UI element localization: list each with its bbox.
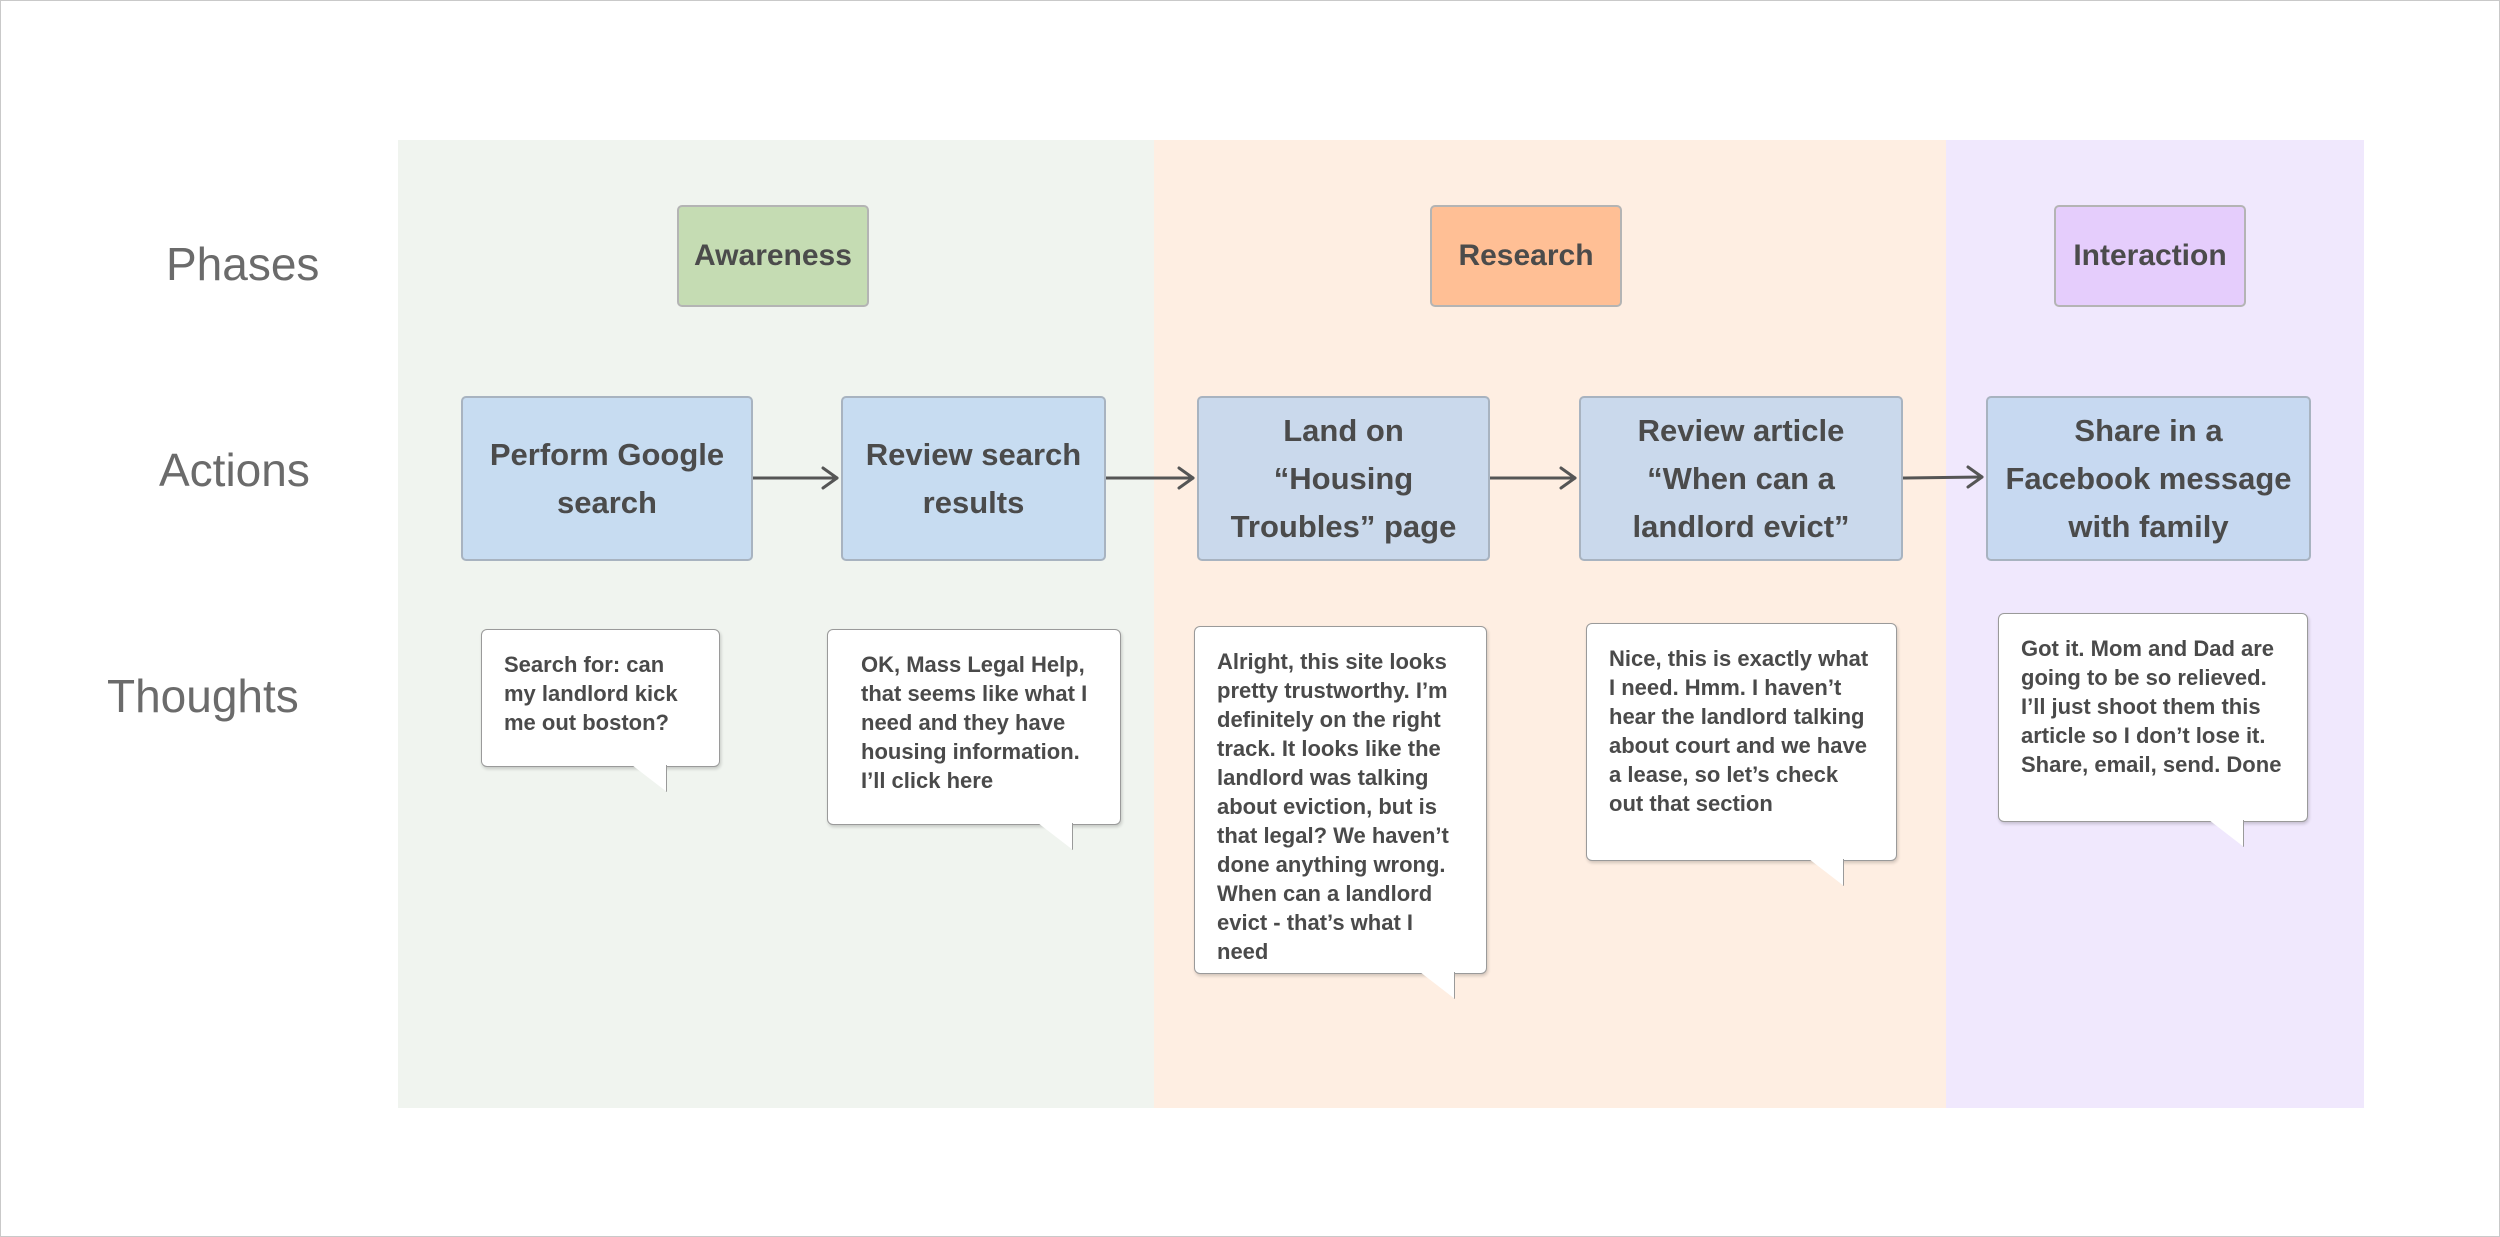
action-share-facebook-message[interactable]: Share in a Facebook message with family bbox=[1986, 396, 2311, 561]
action-perform-google-search[interactable]: Perform Google search bbox=[461, 396, 753, 561]
phases-row-label: Phases bbox=[166, 238, 320, 290]
thought-bubble-4: Nice, this is exactly what I need. Hmm. … bbox=[1586, 623, 1897, 861]
arrow-1-to-2 bbox=[751, 466, 839, 490]
thought-bubble-5: Got it. Mom and Dad are going to be so r… bbox=[1998, 613, 2308, 822]
arrow-2-to-3 bbox=[1104, 466, 1195, 490]
action-review-search-results[interactable]: Review search results bbox=[841, 396, 1106, 561]
arrow-3-to-4 bbox=[1488, 466, 1577, 490]
phase-awareness[interactable]: Awareness bbox=[677, 205, 869, 307]
action-land-on-housing-troubles[interactable]: Land on “Housing Troubles” page bbox=[1197, 396, 1490, 561]
arrow-4-to-5 bbox=[1901, 465, 1984, 489]
thought-bubble-1: Search for: can my landlord kick me out … bbox=[481, 629, 720, 767]
thoughts-row-label: Thoughts bbox=[107, 670, 299, 722]
thought-bubble-3: Alright, this site looks pretty trustwor… bbox=[1194, 626, 1487, 974]
phase-interaction[interactable]: Interaction bbox=[2054, 205, 2246, 307]
phase-research[interactable]: Research bbox=[1430, 205, 1622, 307]
action-review-article[interactable]: Review article “When can a landlord evic… bbox=[1579, 396, 1903, 561]
actions-row-label: Actions bbox=[159, 444, 310, 496]
thought-bubble-2: OK, Mass Legal Help, that seems like wha… bbox=[827, 629, 1121, 825]
